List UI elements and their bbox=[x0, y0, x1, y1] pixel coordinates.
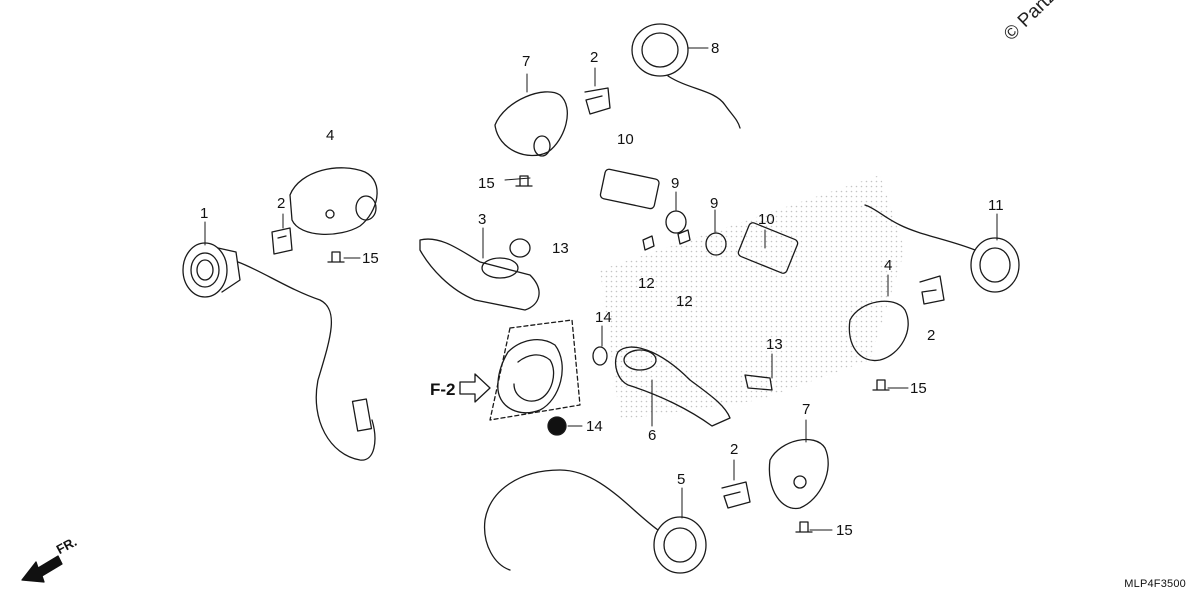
shaded-area bbox=[600, 175, 905, 420]
part-4-lens-cover-right bbox=[848, 300, 909, 362]
f2-clamp-detail bbox=[489, 319, 581, 421]
callout-15c: 15 bbox=[910, 380, 927, 397]
callout-13a: 13 bbox=[552, 240, 569, 257]
part-4-lens-cover-left bbox=[289, 167, 378, 235]
callout-13b: 13 bbox=[766, 336, 783, 353]
part-8-socket-top bbox=[631, 23, 741, 129]
callout-4b: 4 bbox=[884, 257, 893, 274]
callout-9a: 9 bbox=[671, 175, 680, 192]
callout-3: 3 bbox=[478, 211, 487, 228]
part-13-bolt bbox=[744, 374, 773, 391]
part-5-socket-bottom bbox=[483, 469, 707, 574]
leader-lines bbox=[204, 47, 998, 531]
callout-15a: 15 bbox=[478, 175, 495, 192]
part-9-grommet-b bbox=[705, 232, 727, 256]
part-15-screw-c bbox=[872, 379, 890, 391]
callout-12b: 12 bbox=[676, 293, 693, 310]
callout-1: 1 bbox=[200, 205, 209, 222]
part-7-lens-cover-bottom bbox=[768, 438, 829, 510]
callout-7a: 7 bbox=[522, 53, 531, 70]
part-11-socket-right bbox=[864, 204, 1020, 293]
part-7-lens-cover-top bbox=[494, 91, 568, 157]
callout-14a: 14 bbox=[595, 309, 612, 326]
part-15-screw-a bbox=[515, 175, 533, 187]
callout-2c: 2 bbox=[927, 327, 936, 344]
callout-12a: 12 bbox=[638, 275, 655, 292]
part-15-screw-b bbox=[327, 251, 345, 263]
callout-5: 5 bbox=[677, 471, 686, 488]
part-10-connector-right bbox=[737, 222, 799, 274]
part-12-clip-b bbox=[677, 229, 691, 245]
callout-4a: 4 bbox=[326, 127, 335, 144]
part-14-collar-a bbox=[592, 346, 608, 366]
part-2-bracket-b bbox=[584, 87, 611, 115]
callout-2d: 2 bbox=[730, 441, 739, 458]
callout-10a: 10 bbox=[617, 131, 634, 148]
callout-2b: 2 bbox=[590, 49, 599, 66]
part-6-stay-right bbox=[614, 346, 731, 427]
part-13-nut bbox=[509, 238, 531, 258]
callout-7b: 7 bbox=[802, 401, 811, 418]
part-2-bracket-d bbox=[721, 481, 751, 509]
part-15-screw-d bbox=[795, 521, 813, 533]
part-12-clip-a bbox=[642, 235, 655, 251]
callout-6: 6 bbox=[648, 427, 657, 444]
callout-10b: 10 bbox=[758, 211, 775, 228]
f2-reference-label: F-2 bbox=[430, 380, 456, 399]
part-2-bracket-c bbox=[919, 275, 945, 305]
f2-arrow-icon bbox=[459, 373, 491, 403]
callout-8: 8 bbox=[711, 40, 720, 57]
callout-15d: 15 bbox=[836, 522, 853, 539]
callout-9b: 9 bbox=[710, 195, 719, 212]
front-direction-arrow-icon bbox=[21, 555, 63, 583]
part-2-bracket-a bbox=[271, 227, 293, 255]
part-3-stay-left bbox=[419, 238, 540, 311]
callout-14b: 14 bbox=[586, 418, 603, 435]
part-9-grommet-a bbox=[665, 210, 687, 234]
part-10-connector-top bbox=[599, 168, 660, 210]
callout-11: 11 bbox=[988, 197, 1004, 214]
part-14-collar-b bbox=[547, 416, 567, 436]
part-1-socket bbox=[182, 242, 376, 461]
callout-15b: 15 bbox=[362, 250, 379, 267]
diagram-reference-code: MLP4F3500 bbox=[1124, 578, 1186, 590]
callout-2a: 2 bbox=[277, 195, 286, 212]
